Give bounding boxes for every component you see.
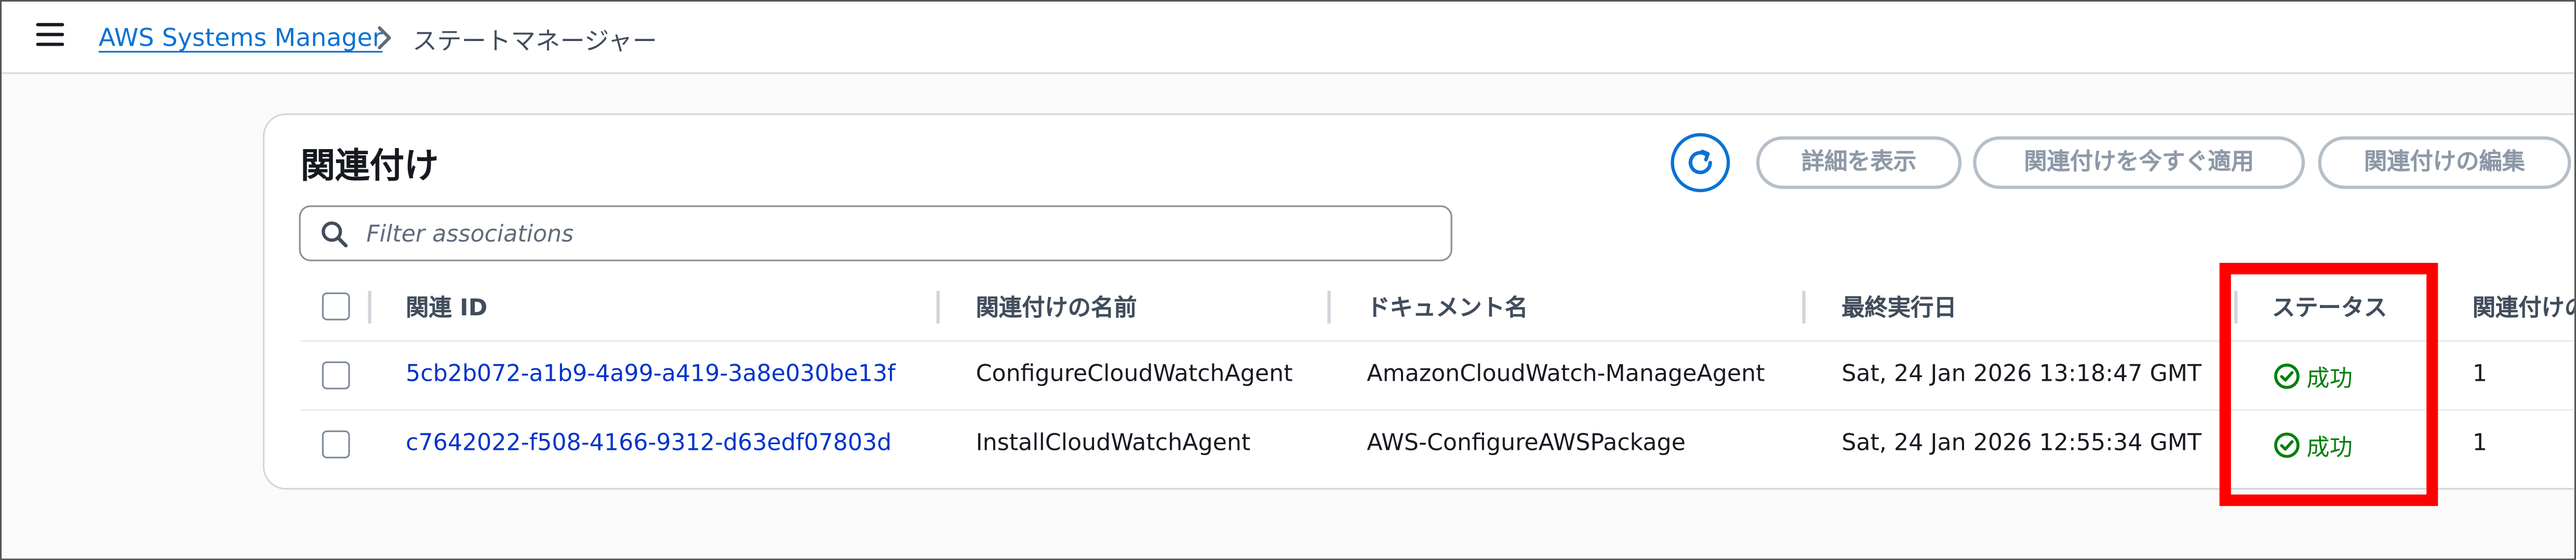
refresh-icon [1688, 150, 1712, 175]
view-details-button[interactable]: 詳細を表示 [1756, 136, 1962, 189]
last-run-cell: Sat, 24 Jan 2026 13:18:47 GMT [1841, 361, 2202, 388]
column-header-document-name[interactable]: ドキュメント名 [1367, 296, 1528, 322]
document-name-cell: AWS-ConfigureAWSPackage [1367, 430, 1686, 457]
column-header-status[interactable]: ステータス [2272, 296, 2387, 322]
hamburger-menu-icon[interactable] [36, 23, 64, 46]
table-divider [300, 340, 2574, 342]
column-separator [2234, 290, 2238, 324]
status-text: 成功 [2306, 366, 2353, 393]
column-separator [1327, 290, 1331, 324]
association-version-cell: 1 [2472, 430, 2487, 457]
column-header-association-id[interactable]: 関連 ID [406, 296, 488, 322]
apply-association-now-button[interactable]: 関連付けを今すぐ適用 [1973, 136, 2305, 189]
status-text: 成功 [2306, 435, 2353, 462]
column-separator [1802, 290, 1806, 324]
column-header-last-run[interactable]: 最終実行日 [1841, 296, 1957, 322]
breadcrumb-current-page: ステートマネージャー [412, 26, 657, 56]
check-circle-icon [2274, 432, 2300, 458]
row-select-checkbox[interactable] [322, 430, 350, 459]
panel-title: 関連付け [300, 146, 439, 186]
association-version-cell: 1 [2472, 361, 2487, 388]
row-select-checkbox[interactable] [322, 361, 350, 390]
chevron-right-icon [378, 26, 391, 49]
filter-associations-field[interactable] [299, 205, 1452, 261]
check-circle-icon [2274, 363, 2300, 389]
select-all-checkbox[interactable] [322, 292, 350, 321]
document-name-cell: AmazonCloudWatch-ManageAgent [1367, 361, 1765, 388]
table-row-divider [300, 409, 2574, 411]
refresh-button[interactable] [1671, 133, 1730, 193]
search-icon [322, 221, 348, 248]
filter-associations-input[interactable] [363, 215, 1421, 255]
last-run-cell: Sat, 24 Jan 2026 12:55:34 GMT [1841, 430, 2202, 457]
column-header-association-version[interactable]: 関連付けの [2472, 296, 2576, 322]
association-name-cell: InstallCloudWatchAgent [976, 430, 1251, 457]
column-header-association-name[interactable]: 関連付けの名前 [976, 296, 1137, 322]
association-name-cell: ConfigureCloudWatchAgent [976, 361, 1293, 388]
breadcrumb-service-link[interactable]: AWS Systems Manager [98, 23, 383, 53]
association-id-link[interactable]: c7642022-f508-4166-9312-d63edf07803d [406, 430, 892, 457]
column-separator [936, 290, 940, 324]
column-separator [368, 290, 371, 324]
edit-association-button[interactable]: 関連付けの編集 [2318, 136, 2571, 189]
association-id-link[interactable]: 5cb2b072-a1b9-4a99-a419-3a8e030be13f [406, 361, 896, 388]
top-navigation-bar: AWS Systems Manager ステートマネージャー [2, 2, 2574, 74]
